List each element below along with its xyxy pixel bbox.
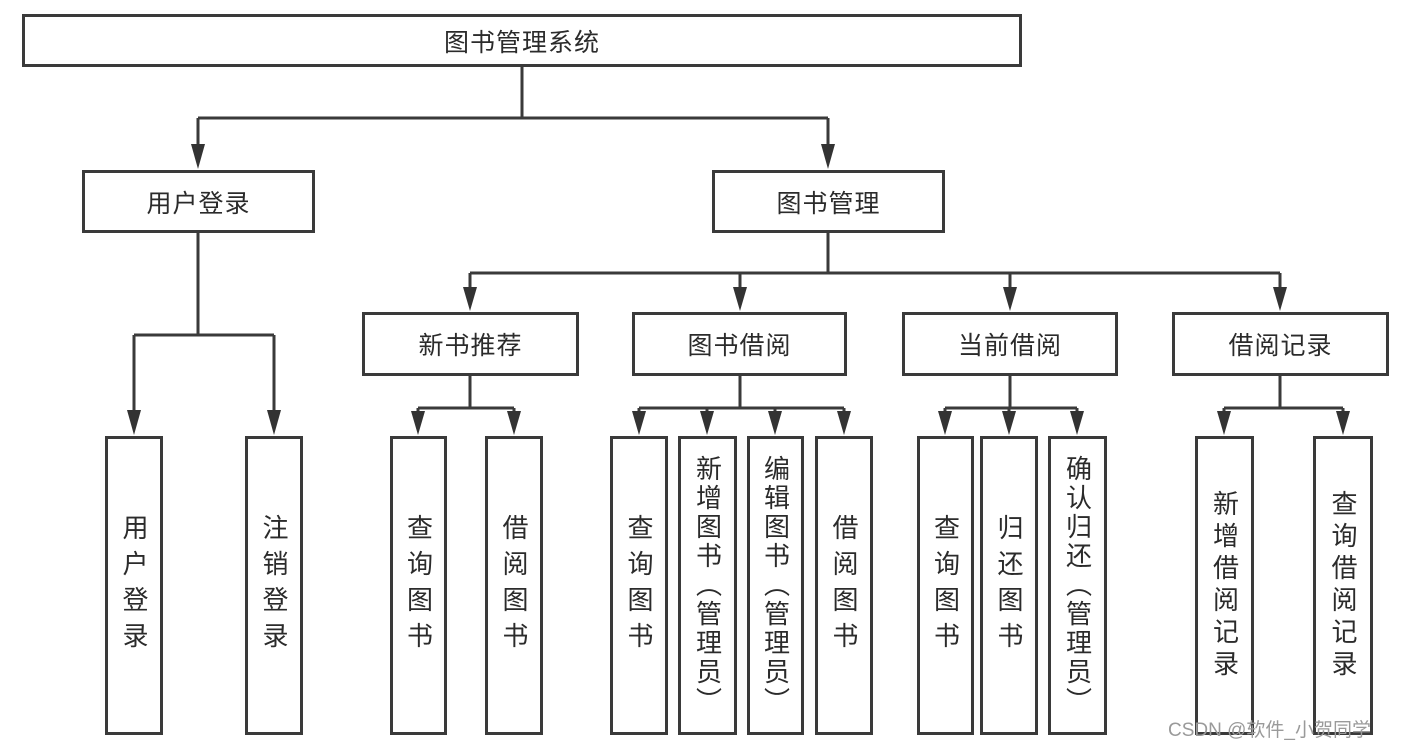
- leaf-label: 查询借阅记录: [1328, 489, 1358, 682]
- leaf-label: 归还图书: [994, 513, 1024, 658]
- leaf-label: 新增借阅记录: [1209, 489, 1240, 682]
- node-label: 图书借阅: [687, 332, 792, 360]
- leaf-label: 注销登录: [259, 513, 289, 658]
- leaf-borrow-books-recommend: 借阅图书: [485, 436, 543, 735]
- leaf-query-books-recommend: 查询图书: [390, 436, 447, 735]
- node-book-borrowing: 图书借阅: [632, 312, 847, 376]
- leaf-borrow-books: 借阅图书: [815, 436, 873, 735]
- node-new-book-recommendation: 新书推荐: [362, 312, 579, 376]
- node-label: 图书管理系统: [443, 28, 600, 57]
- leaf-add-borrow-record: 新增借阅记录: [1195, 436, 1254, 735]
- leaf-label: 借阅图书: [499, 513, 529, 658]
- leaf-label: 查询图书: [403, 513, 434, 658]
- node-label: 新书推荐: [418, 332, 523, 360]
- leaf-query-borrow-record: 查询借阅记录: [1313, 436, 1373, 735]
- leaf-label: 查询图书: [930, 513, 961, 658]
- leaf-query-books-borrow: 查询图书: [610, 436, 668, 735]
- node-book-management: 图书管理: [712, 170, 945, 233]
- node-current-borrowing: 当前借阅: [902, 312, 1118, 376]
- leaf-edit-books-admin: 编辑图书（管理员）: [747, 436, 804, 735]
- leaf-label: 确认归还（管理员）: [1062, 455, 1093, 716]
- leaf-return-books: 归还图书: [980, 436, 1038, 735]
- leaf-confirm-return-admin: 确认归还（管理员）: [1048, 436, 1107, 735]
- leaf-add-books-admin: 新增图书（管理员）: [678, 436, 737, 735]
- leaf-query-books-current: 查询图书: [917, 436, 974, 735]
- leaf-label: 用户登录: [119, 513, 149, 658]
- leaf-label: 查询图书: [624, 513, 654, 658]
- leaf-label: 借阅图书: [829, 513, 859, 658]
- leaf-user-login: 用户登录: [105, 436, 163, 735]
- node-label: 图书管理: [776, 189, 881, 218]
- node-borrowing-records: 借阅记录: [1172, 312, 1389, 376]
- node-label: 当前借阅: [957, 332, 1062, 360]
- csdn-watermark: CSDN @软件_小贺同学: [1168, 720, 1371, 741]
- leaf-logout-login: 注销登录: [245, 436, 303, 735]
- node-label: 用户登录: [146, 189, 251, 218]
- leaf-label: 编辑图书（管理员）: [760, 455, 791, 716]
- node-user-login: 用户登录: [82, 170, 315, 233]
- node-label: 借阅记录: [1228, 332, 1333, 360]
- node-library-system: 图书管理系统: [22, 14, 1022, 67]
- leaf-label: 新增图书（管理员）: [692, 455, 723, 716]
